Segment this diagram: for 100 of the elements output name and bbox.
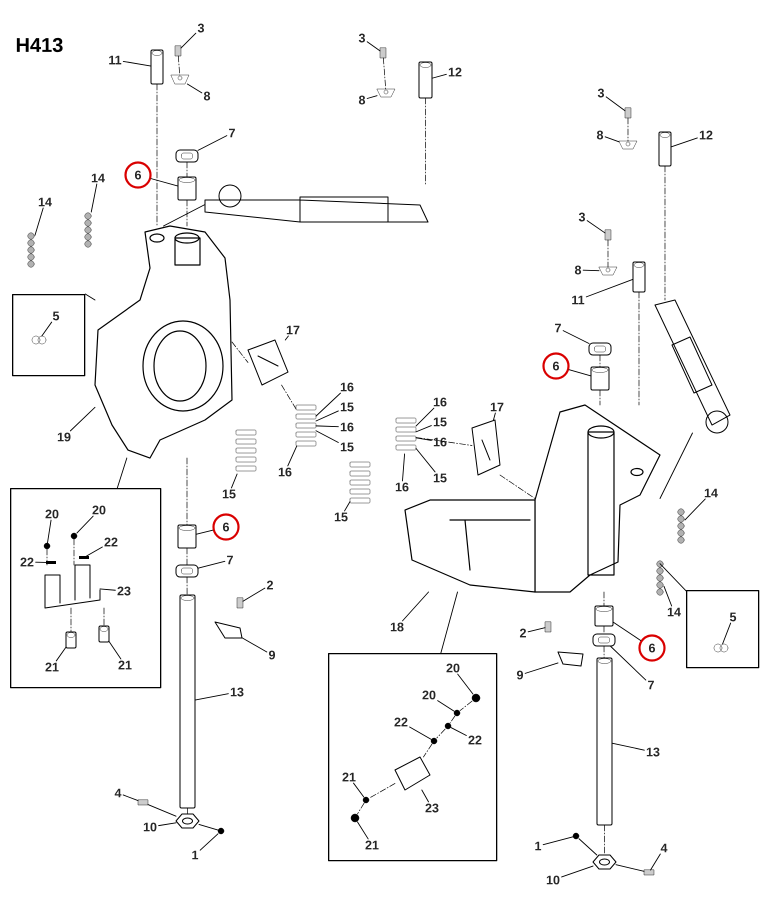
- leader-line: [440, 592, 458, 654]
- callout-number: 7: [555, 324, 561, 332]
- callout-number: 21: [45, 662, 59, 672]
- leader-line: [357, 822, 369, 840]
- callout-number: 11: [572, 296, 584, 304]
- pin-drawing: [178, 176, 196, 201]
- leader-line: [528, 627, 546, 632]
- inset-box: [328, 653, 498, 862]
- spacer-drawing: [46, 561, 56, 564]
- leader-line: [684, 498, 706, 520]
- leader-line: [84, 294, 96, 300]
- leader-line: [562, 330, 590, 344]
- callout-number: 13: [230, 688, 244, 696]
- callout-number: 8: [574, 266, 582, 274]
- bracket-drawing: [394, 756, 430, 790]
- washer-drawing: [176, 564, 198, 578]
- center-line: [70, 608, 72, 632]
- center-line: [46, 548, 48, 566]
- hydraulic-cylinder-drawing: [654, 300, 730, 434]
- callout-number: 2: [520, 628, 526, 638]
- fastener-drawing: [430, 738, 438, 744]
- clip-drawing: [618, 140, 638, 150]
- center-line: [281, 384, 296, 410]
- center-line: [425, 98, 426, 186]
- callout-number: 20: [92, 506, 106, 514]
- leader-line: [670, 138, 698, 148]
- leader-line: [604, 136, 620, 142]
- leader-line: [47, 520, 52, 544]
- callout-number: 14: [668, 608, 681, 616]
- callout-number: 4: [660, 844, 668, 852]
- callout-number: 16: [434, 398, 446, 406]
- callout-number: 3: [598, 88, 604, 98]
- screw-drawing: [604, 230, 612, 240]
- callout-number: 21: [342, 772, 356, 782]
- washer-drawing: [176, 150, 198, 162]
- pin-drawing: [658, 132, 672, 166]
- callout-number: 1: [535, 842, 542, 850]
- pin-drawing: [418, 62, 432, 99]
- pin-drawing: [596, 658, 612, 826]
- leader-line: [432, 74, 447, 79]
- leader-line: [586, 278, 634, 298]
- leader-line: [316, 425, 339, 428]
- callout-number: 7: [648, 680, 654, 690]
- leader-line: [242, 637, 268, 652]
- leader-line: [416, 448, 436, 472]
- clip-drawing: [214, 622, 242, 638]
- screw-stack-drawing: [84, 212, 92, 248]
- callout-number: 12: [448, 68, 462, 76]
- hydraulic-cylinder-drawing: [204, 184, 428, 222]
- leader-line: [41, 322, 52, 336]
- callout-number: 10: [546, 876, 560, 884]
- screw-stack-drawing: [28, 232, 34, 268]
- leader-line: [287, 446, 298, 466]
- leader-line: [122, 60, 152, 66]
- screw-drawing: [644, 870, 654, 876]
- leader-line: [416, 425, 432, 432]
- leader-line: [56, 646, 66, 662]
- leader-line: [612, 622, 642, 641]
- callout-number: 3: [358, 34, 366, 42]
- callout-number: 3: [198, 24, 204, 32]
- pin-drawing: [66, 632, 76, 648]
- callout-number: 15: [434, 474, 447, 482]
- leader-line: [35, 562, 46, 563]
- callout-number: 11: [109, 56, 122, 64]
- leader-line: [722, 622, 732, 644]
- leader-line: [606, 96, 626, 112]
- callout-number: 7: [227, 556, 233, 564]
- screw-drawing: [714, 644, 728, 652]
- callout-number: 13: [646, 748, 660, 756]
- leader-line: [198, 824, 218, 831]
- callout-number: 21: [118, 660, 132, 670]
- center-line: [638, 292, 640, 406]
- screw-drawing: [174, 46, 182, 56]
- callout-number: 14: [704, 488, 718, 498]
- fastener-drawing: [454, 710, 460, 716]
- leader-line: [163, 204, 206, 226]
- leader-line: [76, 516, 94, 534]
- spacer-drawing: [79, 556, 89, 559]
- screw-drawing: [624, 108, 632, 118]
- callout-number: 18: [390, 622, 404, 632]
- inset-box: [686, 590, 760, 668]
- leader-line: [409, 726, 432, 740]
- callout-number: 16: [278, 468, 292, 476]
- callout-number: 22: [20, 558, 34, 566]
- leader-line: [284, 336, 289, 340]
- bolt-stack-drawing: [350, 462, 370, 504]
- circled-callout-number: 6: [212, 513, 240, 541]
- callout-number: 4: [114, 788, 122, 798]
- leader-line: [34, 208, 44, 236]
- leader-line: [150, 178, 178, 186]
- leader-line: [194, 693, 229, 701]
- screw-stack-drawing: [678, 508, 684, 544]
- callout-number: 3: [578, 212, 585, 222]
- bracket-drawing: [44, 564, 100, 608]
- callout-number: 8: [596, 130, 604, 140]
- leader-line: [568, 369, 592, 376]
- knuckle-drawing: [94, 225, 233, 459]
- inset-box: [10, 488, 162, 688]
- callout-number: 20: [45, 510, 58, 518]
- pin-drawing: [150, 50, 164, 84]
